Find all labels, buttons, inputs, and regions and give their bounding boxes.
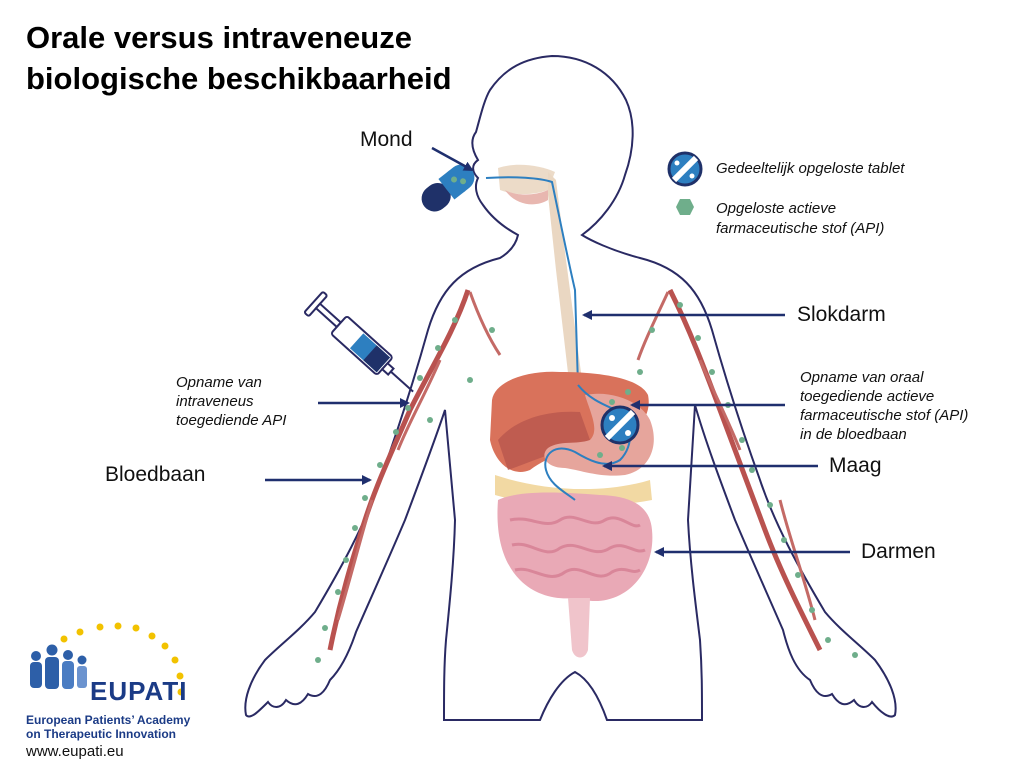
right-arm-vessel-branches — [636, 291, 817, 621]
eu-stars — [60, 622, 185, 696]
legend-api-line-1: Opgeloste actieve — [716, 200, 837, 217]
iv-absorption-line-2: intraveneus — [176, 393, 254, 410]
oral-path-upper — [485, 176, 579, 386]
iv-absorption-line-3: toegediende API — [176, 412, 287, 429]
label-iv-absorption: Opname van intraveneus toegediende API — [176, 373, 286, 430]
syringe — [303, 291, 414, 393]
label-oral-absorption: Opname van oraal toegediende actieve far… — [800, 368, 968, 444]
left-arm-vessel-main — [327, 289, 471, 651]
oral-absorption-line-3: farmaceutische stof (API) — [800, 407, 969, 424]
label-mond: Mond — [360, 128, 413, 151]
arrow-mond — [431, 146, 474, 172]
label-slokdarm: Slokdarm — [797, 303, 886, 326]
brand-subtitle-1: European Patients’ Academy — [26, 713, 191, 727]
intestine-folds — [509, 515, 646, 578]
eupati-logo — [30, 622, 185, 696]
brand-website: www.eupati.eu — [26, 743, 124, 760]
oral-absorption-line-2: toegediende actieve — [800, 388, 935, 405]
iv-absorption-line-1: Opname van — [176, 374, 262, 391]
oral-absorption-line-1: Opname van oraal — [800, 369, 924, 386]
tongue — [505, 190, 548, 205]
mouth-cavity — [498, 164, 555, 195]
liver-shadow — [498, 411, 590, 470]
title-line-1: Orale versus intraveneuze — [26, 20, 412, 55]
legend-tablet-icon — [667, 151, 703, 187]
brand-name: EUPATI — [90, 676, 188, 706]
rectum — [568, 598, 590, 658]
oral-tablet-capsule — [421, 164, 475, 212]
body-outline — [244, 54, 897, 721]
legend-api-icon — [676, 199, 694, 215]
legend-api-label: Opgeloste actieve farmaceutische stof (A… — [716, 199, 884, 239]
label-maag: Maag — [829, 454, 882, 477]
label-bloedbaan: Bloedbaan — [105, 463, 206, 486]
people-silhouettes — [30, 644, 87, 689]
legend-tablet-label: Gedeeltelijk opgeloste tablet — [716, 160, 905, 177]
brand-subtitle-2: on Therapeutic Innovation — [26, 727, 177, 741]
esophagus — [548, 172, 582, 390]
dissolving-tablet-stomach — [600, 405, 640, 445]
left-arm-vessel-branches — [336, 291, 502, 621]
legend-api-line-2: farmaceutische stof (API) — [716, 220, 885, 237]
oral-absorption-line-4: in de bloedbaan — [800, 426, 907, 443]
title-line-2: biologische beschikbaarheid — [26, 61, 452, 96]
label-darmen: Darmen — [861, 540, 936, 563]
right-arm-vessel-main — [667, 288, 823, 652]
